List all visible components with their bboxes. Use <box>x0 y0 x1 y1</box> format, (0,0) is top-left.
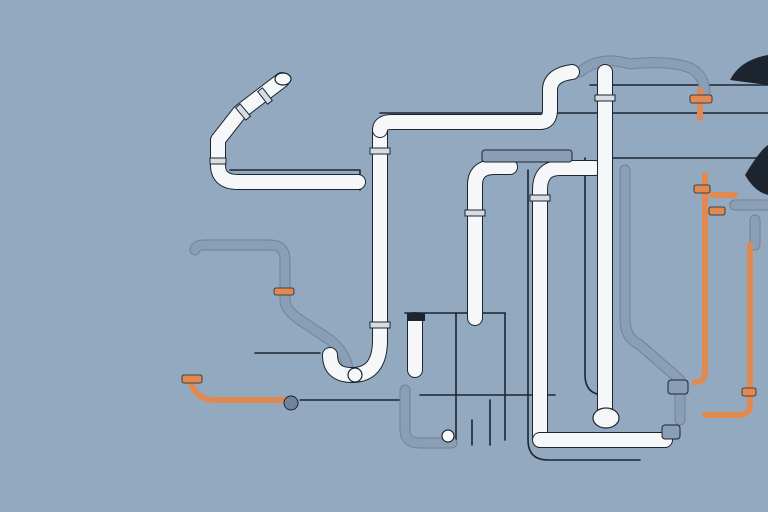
copper-pipe-far-right <box>702 242 753 418</box>
vent-coupling-1 <box>257 87 273 105</box>
copper-tee <box>708 206 726 216</box>
riser-coupling <box>594 94 616 102</box>
right-fixture <box>745 145 768 195</box>
far-right-copper-fitting <box>741 387 757 397</box>
center-stack <box>468 160 517 325</box>
vent-coupling-3 <box>209 157 227 165</box>
grey-pipes <box>189 55 768 449</box>
stack-cleanout <box>347 367 363 383</box>
grey-pipe-left-loop <box>190 240 353 373</box>
right-stack-coupling <box>529 194 551 202</box>
lower-right-valve <box>661 424 681 440</box>
bottom-trap <box>592 407 620 429</box>
pump-housing <box>730 55 768 85</box>
top-right-copper-fitting <box>689 94 713 104</box>
vent-coupling-2 <box>234 103 252 121</box>
grey-pipe-top-right <box>575 56 710 100</box>
grey-pipe-right-lower <box>620 165 685 425</box>
copper-pipe-right-riser <box>692 172 708 385</box>
copper-pipe-left <box>187 377 291 403</box>
bottom-left-fitting <box>441 429 455 443</box>
grey-valve <box>283 395 299 411</box>
left-copper-fitting <box>181 374 203 384</box>
grey-tee-box <box>667 379 689 395</box>
right-copper-elbow <box>693 184 711 194</box>
stack-coupling-1 <box>369 147 391 155</box>
vent-cap <box>274 72 292 86</box>
bottom-loop-line <box>527 169 641 461</box>
right-stack <box>533 161 602 447</box>
angled-vent-pipe <box>211 73 365 189</box>
grey-pipe-bottom-left <box>400 385 457 448</box>
center-coupling <box>464 209 486 217</box>
top-manifold <box>481 149 573 163</box>
top-horizontal-pipe <box>373 65 579 137</box>
stub-cap <box>407 313 425 321</box>
grey-loop-fitting <box>273 287 295 296</box>
fittings <box>181 55 768 443</box>
stack-coupling-2 <box>369 321 391 329</box>
